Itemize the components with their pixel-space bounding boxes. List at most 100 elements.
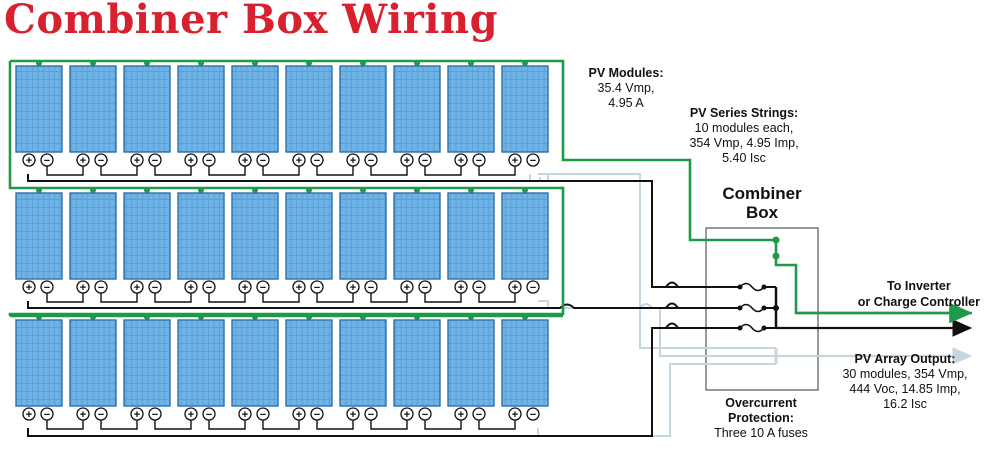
pv-module-cells bbox=[339, 192, 387, 280]
negative-terminal bbox=[202, 280, 216, 294]
negative-terminal bbox=[472, 153, 486, 167]
pv-module: +− bbox=[231, 319, 279, 421]
pv-module-cells bbox=[393, 65, 441, 153]
pv-module: +− bbox=[177, 319, 225, 421]
pv-strings-heading: PV Series Strings: bbox=[689, 106, 799, 120]
pv-module: +− bbox=[15, 319, 63, 421]
pv-module-cells bbox=[123, 319, 171, 407]
pv-module: +− bbox=[339, 192, 387, 294]
positive-terminal bbox=[400, 407, 414, 421]
to-inverter-line-2: or Charge Controller bbox=[857, 295, 980, 309]
string-1-wire bbox=[27, 174, 740, 288]
pv-module-cells bbox=[339, 65, 387, 153]
negative-terminal bbox=[256, 280, 270, 294]
series-jumper bbox=[46, 166, 84, 176]
pv-array-output-line-3: 16.2 Isc bbox=[883, 397, 927, 411]
pv-module: +− bbox=[501, 192, 549, 294]
positive-terminal-label: + bbox=[458, 282, 464, 294]
negative-terminal-label: − bbox=[476, 409, 482, 421]
pv-strings-line-3: 5.40 Isc bbox=[722, 151, 766, 165]
series-jumper bbox=[154, 166, 192, 176]
fuse-3 bbox=[739, 323, 765, 333]
positive-terminal bbox=[130, 153, 144, 167]
pv-strings-line-1: 10 modules each, bbox=[694, 121, 794, 135]
pv-module: +− bbox=[393, 192, 441, 294]
negative-terminal-label: − bbox=[98, 282, 104, 294]
pv-module: +− bbox=[393, 65, 441, 167]
negative-terminal-label: − bbox=[44, 155, 50, 167]
positive-terminal bbox=[454, 153, 468, 167]
pv-module-cells bbox=[69, 319, 117, 407]
pv-module: +− bbox=[501, 65, 549, 167]
pv-modules-label: PV Modules: 35.4 Vmp, 4.95 A bbox=[578, 66, 674, 111]
negative-terminal-label: − bbox=[260, 155, 266, 167]
positive-terminal-label: + bbox=[458, 409, 464, 421]
positive-terminal-label: + bbox=[512, 155, 518, 167]
positive-terminal-label: + bbox=[404, 282, 410, 294]
positive-terminal-label: + bbox=[80, 409, 86, 421]
fuse-1 bbox=[739, 282, 765, 292]
pv-module: +− bbox=[123, 65, 171, 167]
busbar-junction bbox=[773, 305, 779, 311]
negative-terminal bbox=[364, 280, 378, 294]
negative-terminal bbox=[418, 407, 432, 421]
positive-terminal-label: + bbox=[134, 409, 140, 421]
pv-array-output-label: PV Array Output: 30 modules, 354 Vmp, 44… bbox=[832, 352, 978, 412]
positive-terminal bbox=[346, 153, 360, 167]
positive-terminal bbox=[130, 407, 144, 421]
pv-module-cells bbox=[393, 319, 441, 407]
positive-terminal-label: + bbox=[404, 155, 410, 167]
negative-terminal-label: − bbox=[314, 155, 320, 167]
pv-module: +− bbox=[285, 65, 333, 167]
pv-module: +− bbox=[231, 192, 279, 294]
pv-module-cells bbox=[501, 65, 549, 153]
positive-terminal bbox=[346, 280, 360, 294]
positive-terminal bbox=[76, 280, 90, 294]
to-inverter-line-1: To Inverter bbox=[887, 279, 951, 293]
series-jumper bbox=[370, 293, 408, 303]
positive-terminal bbox=[130, 280, 144, 294]
positive-terminal bbox=[238, 407, 252, 421]
negative-terminal bbox=[94, 407, 108, 421]
positive-terminal-label: + bbox=[134, 155, 140, 167]
positive-terminal-label: + bbox=[26, 409, 32, 421]
negative-terminal-label: − bbox=[422, 282, 428, 294]
fuse-terminal bbox=[737, 305, 743, 311]
to-inverter-label: To Inverter or Charge Controller bbox=[858, 278, 980, 310]
positive-terminal bbox=[454, 407, 468, 421]
positive-terminal-label: + bbox=[80, 155, 86, 167]
negative-lead-1 bbox=[529, 174, 549, 182]
negative-terminal-label: − bbox=[152, 155, 158, 167]
negative-terminal-label: − bbox=[98, 155, 104, 167]
negative-terminal bbox=[310, 153, 324, 167]
pv-module-cells bbox=[285, 192, 333, 280]
positive-terminal-label: + bbox=[134, 282, 140, 294]
negative-terminal-label: − bbox=[98, 409, 104, 421]
negative-terminal bbox=[418, 153, 432, 167]
series-jumper bbox=[100, 420, 138, 430]
series-jumper bbox=[100, 293, 138, 303]
positive-terminal-label: + bbox=[296, 282, 302, 294]
series-jumper bbox=[316, 293, 354, 303]
negative-terminal-label: − bbox=[314, 409, 320, 421]
series-jumper bbox=[316, 420, 354, 430]
positive-terminal-label: + bbox=[296, 155, 302, 167]
pv-module-cells bbox=[15, 192, 63, 280]
positive-terminal-label: + bbox=[242, 282, 248, 294]
negative-terminal bbox=[526, 153, 540, 167]
negative-terminal bbox=[472, 280, 486, 294]
fuse-terminal bbox=[737, 325, 743, 331]
negative-terminal-label: − bbox=[206, 155, 212, 167]
positive-terminal-label: + bbox=[26, 282, 32, 294]
pv-modules-line-1: 35.4 Vmp, bbox=[597, 81, 655, 95]
positive-terminal-label: + bbox=[512, 409, 518, 421]
pv-module-cells bbox=[393, 192, 441, 280]
series-jumper bbox=[478, 420, 516, 430]
negative-terminal bbox=[256, 407, 270, 421]
series-jumper bbox=[478, 166, 516, 176]
negative-terminal bbox=[256, 153, 270, 167]
positive-terminal-label: + bbox=[350, 409, 356, 421]
positive-terminal bbox=[292, 153, 306, 167]
pv-module: +− bbox=[285, 192, 333, 294]
series-jumper bbox=[424, 293, 462, 303]
